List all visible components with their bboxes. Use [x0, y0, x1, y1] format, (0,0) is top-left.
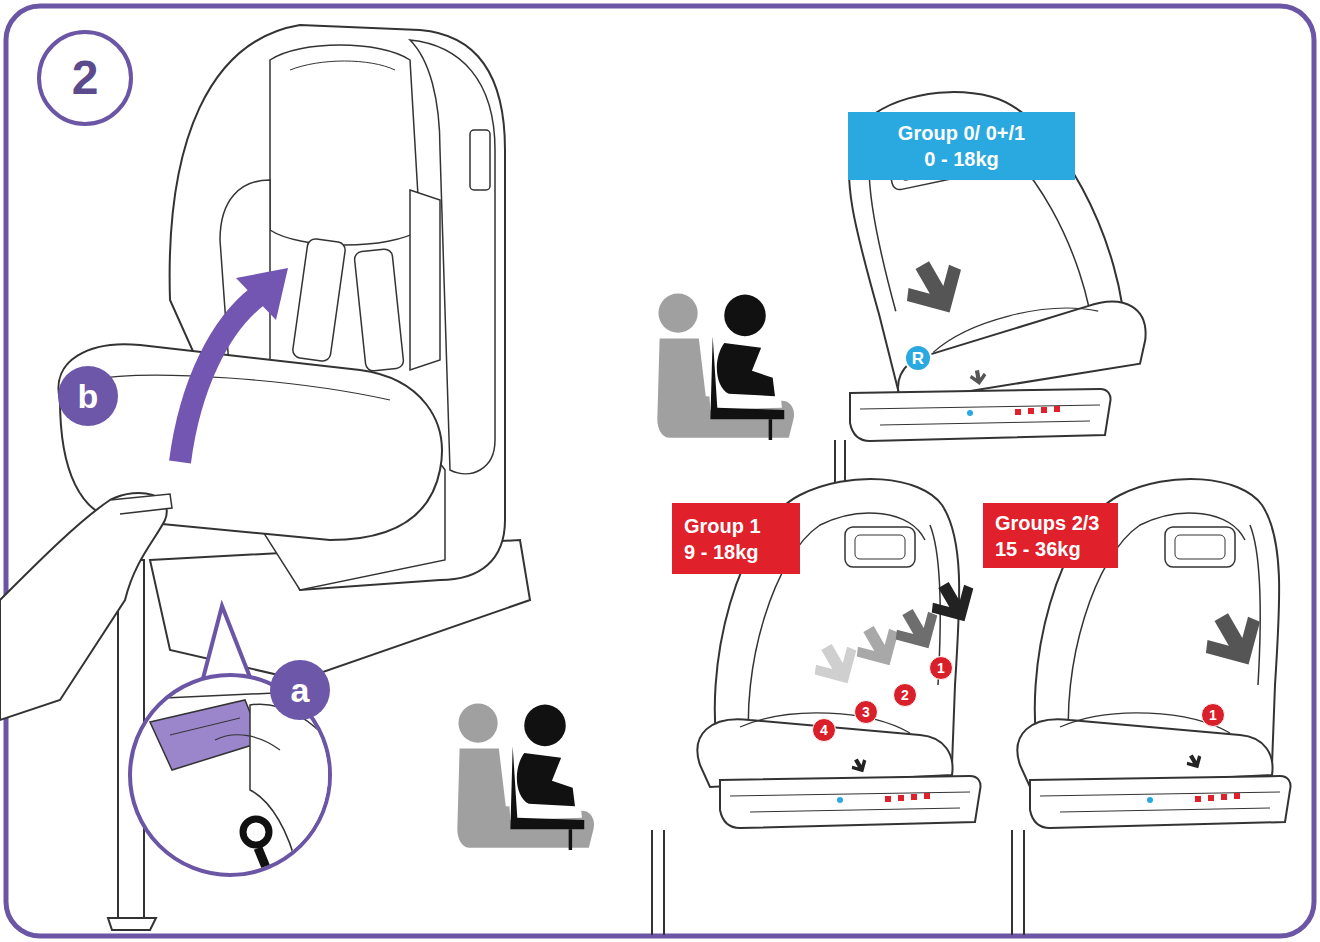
- callout-number: 2: [893, 683, 917, 707]
- callout-number: 1: [929, 656, 953, 680]
- lift-arrow: [180, 268, 288, 462]
- node-text: 2: [901, 688, 909, 702]
- node-text: 0 - 18kg: [924, 146, 998, 172]
- rear-facing-icon: [657, 293, 794, 440]
- step-letter: b: [58, 366, 118, 426]
- node-text: a: [291, 673, 310, 707]
- node-text: 1: [1209, 708, 1217, 722]
- group1-seat: [652, 479, 981, 935]
- step-number: 2: [37, 30, 133, 126]
- rear-facing-seat: [832, 60, 1152, 520]
- node-text: Group 1: [684, 513, 761, 539]
- node-text: Groups 2/3: [995, 510, 1099, 536]
- node-text: Group 0/ 0+/1: [898, 120, 1025, 146]
- node-text: 15 - 36kg: [995, 536, 1081, 562]
- magnifier: [120, 606, 340, 882]
- node-text: 2: [72, 54, 99, 102]
- group-label: Group 0/ 0+/10 - 18kg: [848, 112, 1075, 180]
- node-text: 4: [820, 723, 828, 737]
- node-text: 9 - 18kg: [684, 539, 758, 565]
- node-text: 3: [862, 705, 870, 719]
- callout-number: 4: [812, 718, 836, 742]
- step-letter: a: [270, 660, 330, 720]
- rear-facing-marker: R: [904, 344, 932, 372]
- group-label: Groups 2/315 - 36kg: [983, 503, 1118, 568]
- main-seat: [0, 25, 530, 930]
- node-text: b: [78, 379, 99, 413]
- node-text: R: [912, 350, 924, 367]
- group-label: Group 19 - 18kg: [672, 503, 800, 574]
- frame-border: [6, 6, 1314, 936]
- node-text: 1: [937, 661, 945, 675]
- callout-number: 1: [1201, 703, 1225, 727]
- callout-number: 3: [854, 700, 878, 724]
- recline-arrows: [806, 250, 1276, 777]
- forward-facing-icon: [457, 703, 594, 850]
